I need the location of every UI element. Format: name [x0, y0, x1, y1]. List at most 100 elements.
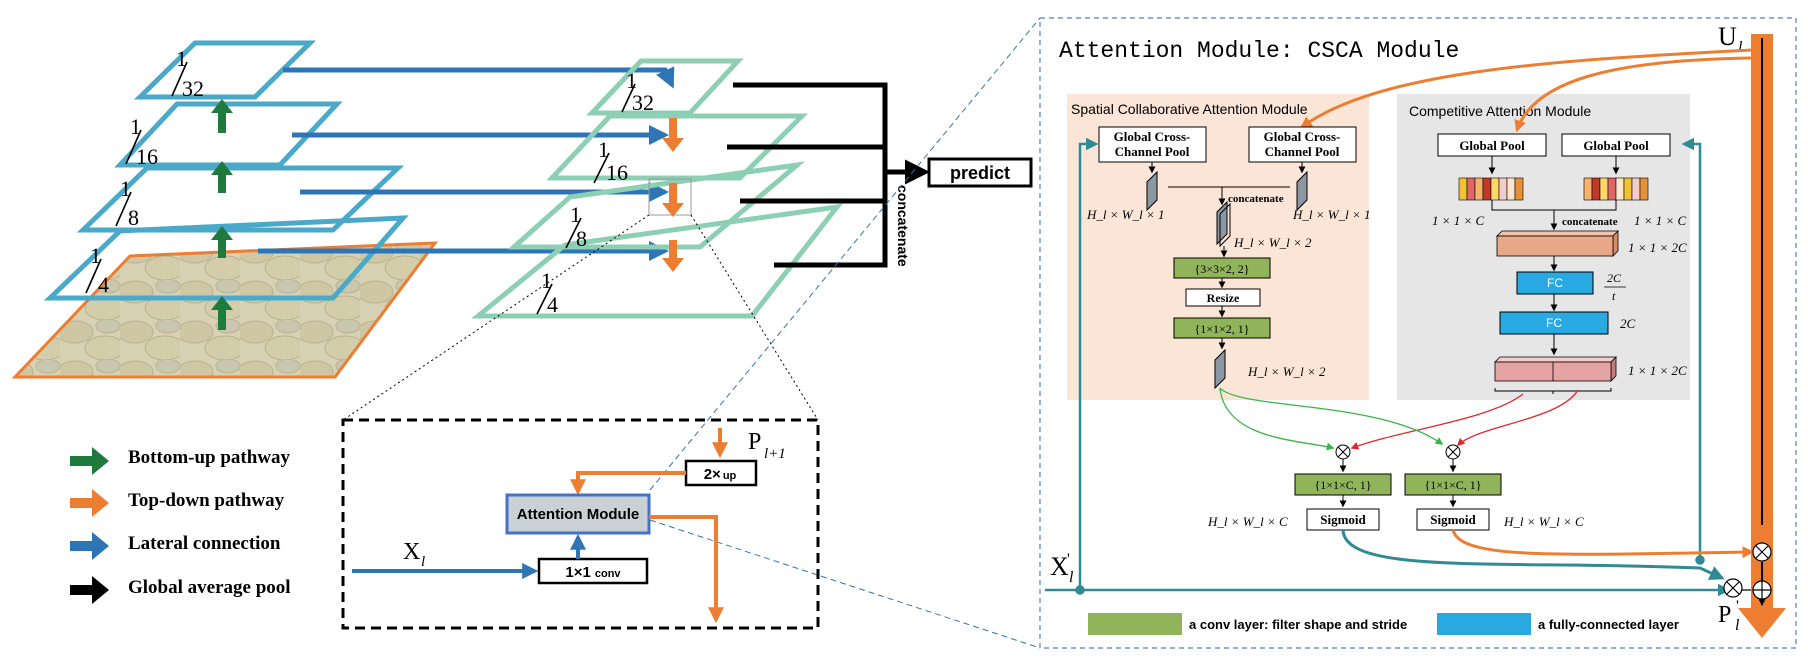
legend-lateral: Lateral connection	[70, 532, 281, 560]
scale-label-right-32: 1 32	[621, 68, 654, 115]
svg-text:X: X	[403, 539, 420, 565]
csca-panel: Attention Module: CSCA Module Spatial Co…	[1039, 17, 1797, 649]
svg-text:1: 1	[570, 202, 581, 227]
svg-text:l: l	[421, 554, 425, 570]
svg-text:Resize: Resize	[1207, 291, 1240, 305]
dim-112c-a: 1 × 1 × 2C	[1628, 240, 1687, 255]
zoom-region-marker	[648, 178, 692, 216]
conv-11c-box-2: {1×1×C, 1}	[1404, 473, 1502, 496]
scale-label-left-16: 1 16	[125, 114, 158, 169]
channel-vector-1	[1458, 177, 1524, 201]
svg-text:32: 32	[182, 76, 204, 101]
inset-x-label: X l	[403, 539, 425, 570]
svg-text:1: 1	[598, 137, 609, 162]
dim-hw2-a: H_l × W_l × 2	[1233, 235, 1312, 250]
dim-hw1-right: H_l × W_l × 1	[1292, 207, 1371, 222]
concatenate-bus	[727, 82, 930, 268]
u-to-global-pool	[1514, 56, 1753, 133]
upsample-box: 2×up	[684, 459, 758, 487]
dim-hwc-left: H_l × W_l × C	[1207, 514, 1288, 529]
skip-connections	[1075, 137, 1705, 595]
multiply-node-u	[1752, 542, 1772, 562]
add-node	[1752, 580, 1772, 600]
multiply-node-2	[1445, 444, 1461, 460]
gcc-pool-1: Global Cross- Channel Pool	[1098, 126, 1207, 163]
resize-box: Resize	[1185, 288, 1261, 307]
fpn-level-32	[586, 58, 744, 116]
fc-layer-1: FC	[1516, 271, 1594, 295]
legend-global-pool: Global average pool	[70, 576, 291, 604]
legend: Bottom-up pathway Top-down pathway Later…	[70, 447, 291, 604]
svg-text:16: 16	[606, 160, 628, 185]
competitive-module-title: Competitive Attention Module	[1409, 103, 1591, 119]
svg-text:Bottom-up pathway: Bottom-up pathway	[128, 447, 291, 468]
svg-text:predict: predict	[950, 163, 1010, 183]
backbone-pyramid: 1 32 1 16 1 8 1 4	[11, 40, 439, 379]
conv-11c-box-1: {1×1×C, 1}	[1294, 473, 1392, 496]
p-prime-label: P ' l	[1718, 598, 1740, 634]
svg-text:8: 8	[128, 205, 139, 230]
spatial-weight-path	[1341, 529, 1725, 580]
svg-text:t: t	[1612, 289, 1616, 303]
svg-text:l+1: l+1	[764, 446, 786, 462]
fc1-dim: 2C t	[1604, 271, 1626, 303]
svg-text:FC: FC	[1547, 276, 1563, 290]
concat-spatial-label: concatenate	[1228, 193, 1284, 205]
top-down-arrows	[662, 118, 684, 272]
svg-text:2×up: 2×up	[704, 466, 737, 483]
svg-text:4: 4	[547, 292, 558, 317]
svg-text:{3×3×2, 2}: {3×3×2, 2}	[1194, 262, 1249, 276]
global-pool-2: Global Pool	[1561, 133, 1671, 157]
svg-text:{1×1×C, 1}: {1×1×C, 1}	[1314, 478, 1371, 492]
svg-text:l: l	[1735, 617, 1740, 634]
svg-text:Global Pool: Global Pool	[1459, 138, 1525, 153]
svg-text:l: l	[1738, 39, 1743, 56]
svg-text:Global average pool: Global average pool	[128, 577, 291, 598]
backbone-level-16	[114, 101, 343, 168]
svg-text:4: 4	[98, 272, 109, 297]
svg-text:l: l	[1069, 569, 1074, 586]
dim-11c-right: 1 × 1 × C	[1634, 213, 1687, 228]
inset-p-label: P l+1	[748, 429, 786, 462]
concat-vector	[1496, 230, 1619, 257]
conv-332-box: {3×3×2, 2}	[1173, 257, 1271, 279]
scale-label-left-4: 1 4	[85, 243, 109, 297]
svg-text:Sigmoid: Sigmoid	[1320, 512, 1366, 527]
multiply-node-x	[1723, 578, 1743, 598]
legend-top-down: Top-down pathway	[70, 489, 285, 517]
svg-text:a fully-connected layer: a fully-connected layer	[1538, 617, 1679, 632]
svg-text:Global Cross-: Global Cross-	[1114, 129, 1191, 144]
dim-hw2-b: H_l × W_l × 2	[1247, 364, 1326, 379]
svg-text:1: 1	[120, 176, 131, 201]
dim-hwc-right: H_l × W_l × C	[1503, 514, 1584, 529]
attention-module-box: Attention Module	[505, 493, 651, 535]
dim-112c-b: 1 × 1 × 2C	[1628, 363, 1687, 378]
scale-label-left-32: 1 32	[171, 46, 204, 101]
scale-label-left-8: 1 8	[115, 176, 139, 230]
svg-text:Sigmoid: Sigmoid	[1430, 512, 1476, 527]
scale-label-right-8: 1 8	[565, 202, 587, 251]
csca-legend-conv: a conv layer: filter shape and stride	[1088, 613, 1407, 635]
fpn-level-8	[507, 161, 806, 250]
svg-text:16: 16	[136, 144, 158, 169]
x-prime-label: X ' l	[1050, 551, 1074, 586]
multiply-node-1	[1335, 444, 1351, 460]
svg-text:{1×1×C, 1}: {1×1×C, 1}	[1424, 478, 1481, 492]
svg-text:1: 1	[130, 114, 141, 139]
sigmoid-box-1: Sigmoid	[1306, 508, 1380, 531]
svg-text:{1×1×2, 1}: {1×1×2, 1}	[1194, 322, 1249, 336]
svg-text:1: 1	[626, 68, 637, 93]
fc2-dim: 2C	[1620, 316, 1636, 331]
svg-text:': '	[1736, 598, 1739, 615]
backbone-level-32	[133, 40, 317, 100]
legend-bottom-up: Bottom-up pathway	[70, 447, 291, 475]
svg-text:Attention Module: Attention Module	[517, 506, 639, 523]
fpn-level-16	[546, 113, 809, 181]
spatial-module-title: Spatial Collaborative Attention Module	[1071, 101, 1308, 117]
svg-text:U: U	[1718, 22, 1737, 51]
svg-text:a conv layer: filter shape and: a conv layer: filter shape and stride	[1189, 617, 1407, 632]
global-pool-1: Global Pool	[1437, 133, 1547, 157]
